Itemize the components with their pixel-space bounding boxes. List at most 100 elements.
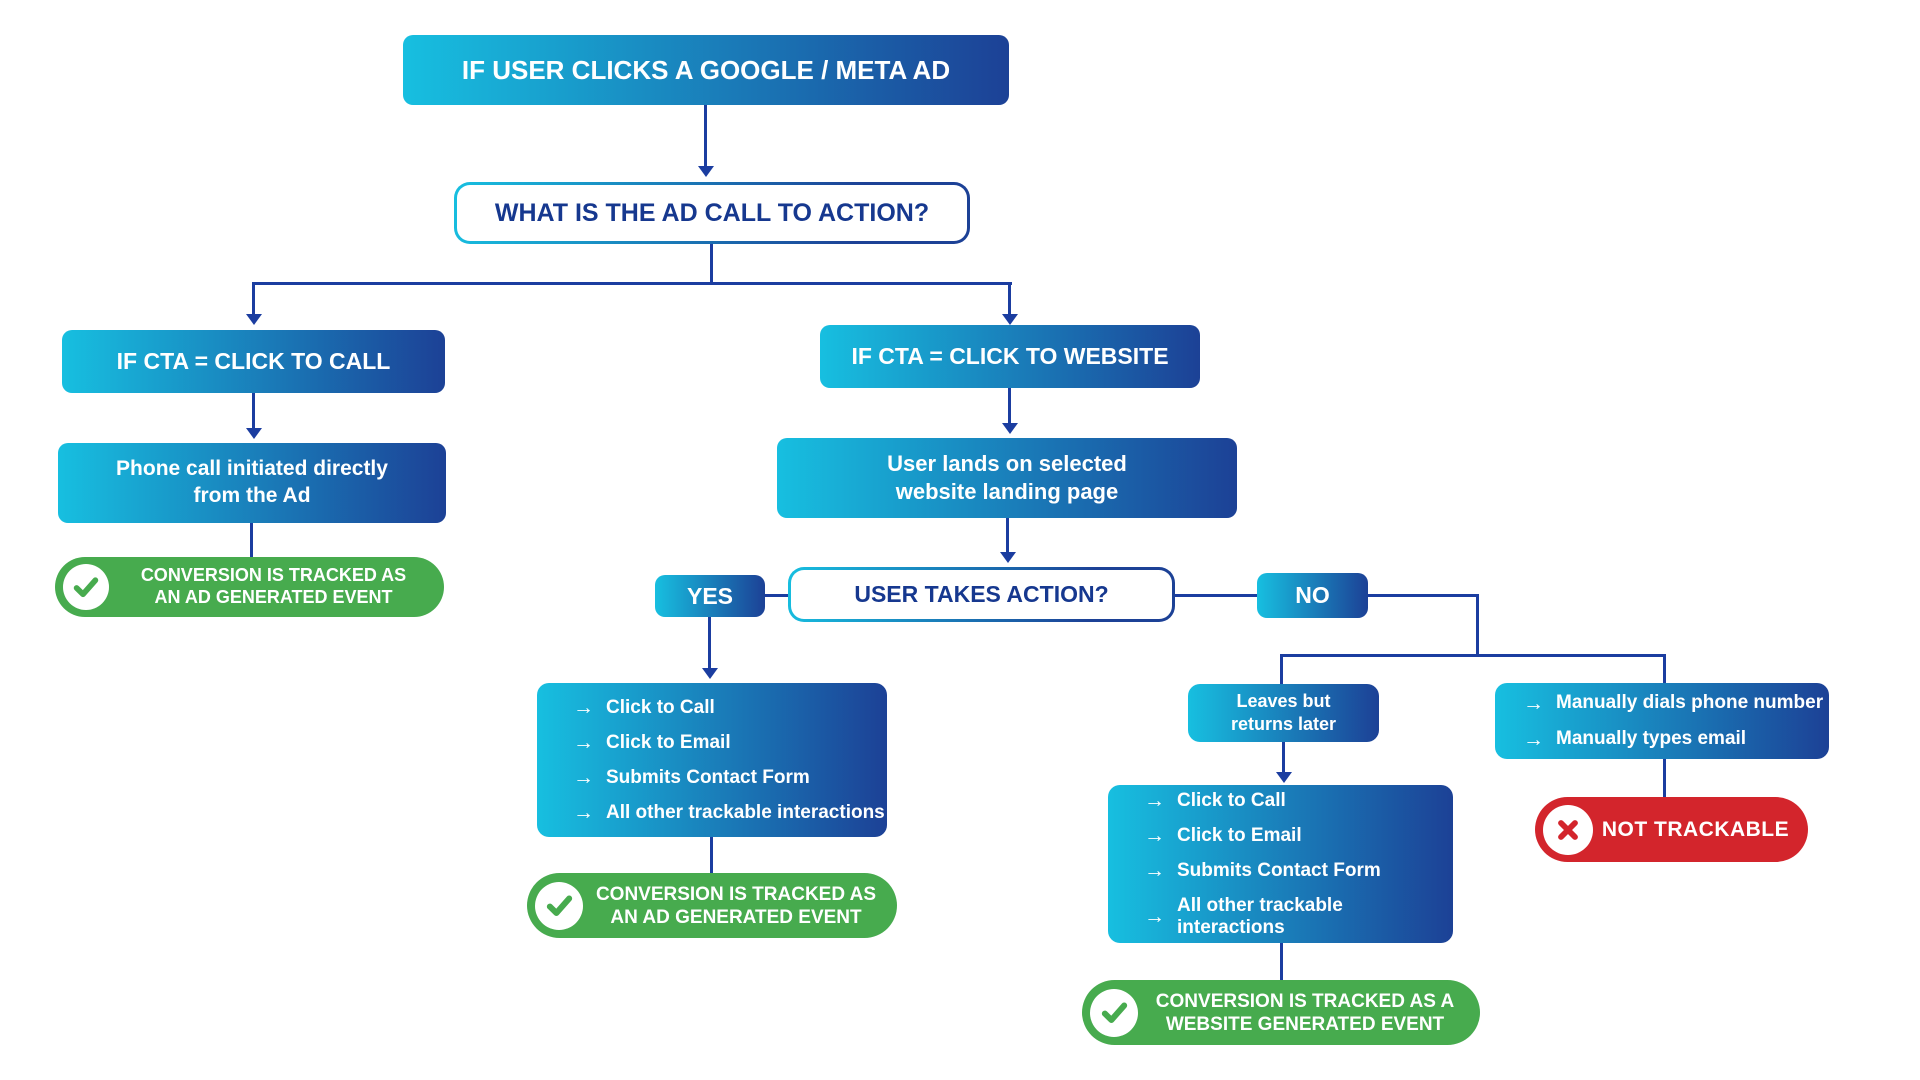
connector [1663, 759, 1666, 797]
arrowhead [702, 668, 718, 679]
connector [1663, 654, 1666, 684]
list-item-label: Manually dials phone number [1556, 692, 1824, 713]
connector [1368, 594, 1479, 597]
node-phone-call-line2: from the Ad [193, 484, 311, 507]
arrow-bullet-icon: → [573, 696, 594, 719]
arrow-bullet-icon: → [1144, 824, 1165, 847]
node-not-trackable: NOT TRACKABLE [1535, 797, 1808, 862]
node-conversion-ad-event-2: CONVERSION IS TRACKED AS AN AD GENERATED… [527, 873, 897, 938]
conversion-web-line2: WEBSITE GENERATED EVENT [1165, 1013, 1445, 1035]
check-icon [1090, 988, 1138, 1037]
node-no-label: NO [1295, 582, 1330, 608]
arrow-bullet-icon: → [573, 766, 594, 789]
node-question-cta: WHAT IS THE AD CALL TO ACTION? [454, 182, 970, 244]
check-icon [63, 564, 109, 610]
list-item: → Submits Contact Form [573, 767, 887, 789]
conversion-ad-line1: CONVERSION IS TRACKED AS [140, 565, 407, 586]
trackable-actions-list: → Click to Call → Click to Email →Submits Co… [1108, 790, 1453, 939]
node-trackable-actions-website: → Click to Call → Click to Email →Submits Co… [1108, 785, 1453, 943]
arrow-bullet-icon: → [1523, 691, 1544, 715]
connector [765, 594, 788, 597]
node-question-action: USER TAKES ACTION? [788, 567, 1175, 622]
list-item: → All other trackable interactions [573, 802, 887, 824]
arrow-bullet-icon: → [1144, 905, 1165, 928]
node-leaves-returns: Leaves but returns later [1188, 684, 1379, 742]
list-item: → Manually dials phone number [1523, 692, 1829, 714]
node-conversion-ad-event-1: CONVERSION IS TRACKED AS AN AD GENERATED… [55, 557, 444, 617]
node-cta-call: IF CTA = CLICK TO CALL [62, 330, 445, 393]
list-item: → Click to Call [573, 697, 887, 719]
node-yes: YES [655, 575, 765, 617]
connector [252, 393, 255, 429]
conversion-ad-line2: AN AD GENERATED EVENT [610, 906, 862, 928]
connector [704, 105, 707, 167]
check-icon [535, 881, 583, 930]
node-phone-call-line1: Phone call initiated directly [116, 457, 388, 481]
arrowhead [1000, 552, 1016, 563]
node-cta-website-label: IF CTA = CLICK TO WEBSITE [851, 343, 1169, 369]
node-cta-call-label: IF CTA = CLICK TO CALL [116, 348, 391, 374]
list-item-label: All other trackable interactions [1177, 894, 1343, 938]
connector [1008, 388, 1011, 424]
arrowhead [246, 428, 262, 439]
arrow-bullet-icon: → [1144, 859, 1165, 882]
node-user-lands-line1: User lands on selected [887, 450, 1127, 476]
connector [1175, 594, 1257, 597]
connector [252, 282, 1012, 285]
list-item: →Submits Contact Form [1144, 860, 1453, 882]
list-item: → All other trackable interactions [1144, 895, 1453, 939]
connector [710, 837, 713, 873]
connector [250, 523, 253, 557]
arrowhead [1002, 314, 1018, 325]
node-question-action-label: USER TAKES ACTION? [791, 570, 1172, 619]
manual-actions-list: → Manually dials phone number → Manually ty… [1495, 692, 1829, 750]
node-start-label: IF USER CLICKS A GOOGLE / META AD [461, 54, 951, 85]
node-no: NO [1257, 573, 1368, 618]
connector [708, 617, 711, 669]
list-item: → Click to Call [1144, 790, 1453, 812]
arrow-bullet-icon: → [573, 801, 594, 824]
conversion-web-line1: CONVERSION IS TRACKED AS A [1155, 990, 1455, 1012]
connector [710, 244, 713, 284]
node-leaves-line1: Leaves but [1236, 690, 1331, 711]
list-item-label: All other trackable interactions [606, 801, 885, 823]
arrowhead [246, 314, 262, 325]
trackable-actions-list: → Click to Call → Click to Email → Submits Co… [537, 697, 887, 824]
node-user-lands: User lands on selected website landing p… [777, 438, 1237, 518]
connector [1476, 594, 1479, 657]
arrowhead [698, 166, 714, 177]
node-user-lands-line2: website landing page [895, 479, 1119, 504]
connector [1280, 943, 1283, 980]
list-item-label: Manually types email [1556, 728, 1747, 749]
node-trackable-actions-ad: → Click to Call → Click to Email → Submits Co… [537, 683, 887, 837]
connector [1008, 282, 1011, 315]
connector [1282, 742, 1285, 773]
arrowhead [1276, 772, 1292, 783]
connector [1280, 654, 1666, 657]
arrow-bullet-icon: → [573, 731, 594, 754]
node-cta-website: IF CTA = CLICK TO WEBSITE [820, 325, 1200, 388]
connector [252, 282, 255, 315]
node-manual-actions: → Manually dials phone number → Manually ty… [1495, 683, 1829, 759]
list-item-label: Click to Email [606, 731, 731, 753]
node-yes-label: YES [686, 582, 734, 609]
node-leaves-line2: returns later [1230, 714, 1337, 734]
arrow-bullet-icon: → [1523, 727, 1544, 751]
node-conversion-website-event: CONVERSION IS TRACKED AS A WEBSITE GENER… [1082, 980, 1480, 1045]
list-item: → Click to Email [573, 732, 887, 754]
list-item-label: Click to Email [1177, 824, 1302, 846]
list-item-label: Submits Contact Form [606, 766, 810, 788]
node-phone-call: Phone call initiated directly from the A… [58, 443, 446, 523]
x-icon [1543, 804, 1593, 855]
node-start: IF USER CLICKS A GOOGLE / META AD [403, 35, 1009, 105]
arrow-bullet-icon: → [1144, 789, 1165, 812]
arrowhead [1002, 423, 1018, 434]
conversion-ad-line2: AN AD GENERATED EVENT [154, 587, 393, 607]
list-item-label: Click to Call [1177, 789, 1286, 811]
list-item-label: Click to Call [606, 696, 715, 718]
not-trackable-label: NOT TRACKABLE [1601, 817, 1790, 841]
node-question-cta-label: WHAT IS THE AD CALL TO ACTION? [457, 185, 967, 241]
list-item: → Click to Email [1144, 825, 1453, 847]
connector [1280, 654, 1283, 684]
